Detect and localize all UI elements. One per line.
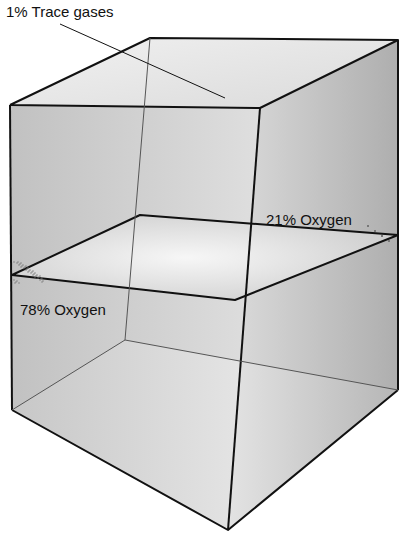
plane-shading: [13, 225, 389, 283]
top-face: [10, 38, 398, 108]
front-left-face: [10, 105, 260, 530]
cube-edges: [10, 38, 398, 530]
leader-line: [60, 24, 225, 98]
hidden-edges: [12, 38, 398, 410]
callout-label: 1% Trace gases: [6, 4, 114, 21]
region-label: 21% Oxygen: [266, 212, 352, 229]
region-label: 78% Oxygen: [20, 302, 106, 319]
